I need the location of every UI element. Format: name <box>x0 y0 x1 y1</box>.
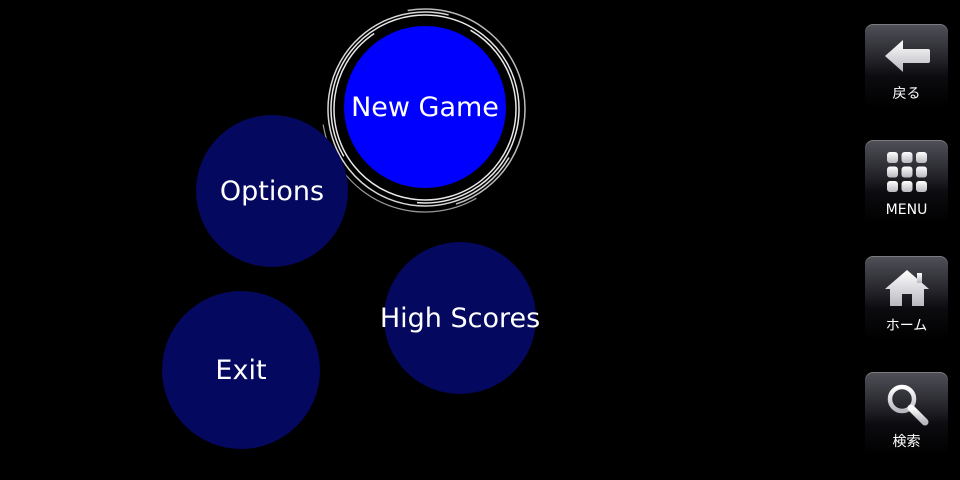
home-button[interactable]: ホーム <box>865 256 948 340</box>
back-arrow-icon <box>865 30 948 82</box>
home-label: ホーム <box>885 318 928 334</box>
menu-button[interactable]: MENU <box>865 140 948 224</box>
high-scores-button[interactable]: High Scores <box>380 242 540 394</box>
exit-button[interactable]: Exit <box>162 291 320 449</box>
search-icon <box>865 378 948 430</box>
back-button[interactable]: 戻る <box>865 24 948 108</box>
menu-label: MENU <box>885 202 928 218</box>
home-icon <box>865 262 948 314</box>
back-label: 戻る <box>892 86 921 102</box>
search-button[interactable]: 検索 <box>865 372 948 456</box>
exit-label: Exit <box>215 354 267 386</box>
options-label: Options <box>219 175 325 207</box>
grid-menu-icon <box>865 146 948 198</box>
new-game-label: New Game <box>351 91 499 123</box>
options-button[interactable]: Options <box>196 115 348 267</box>
new-game-button[interactable]: New Game <box>344 26 506 188</box>
search-label: 検索 <box>892 434 921 450</box>
high-scores-label: High Scores <box>379 302 541 334</box>
